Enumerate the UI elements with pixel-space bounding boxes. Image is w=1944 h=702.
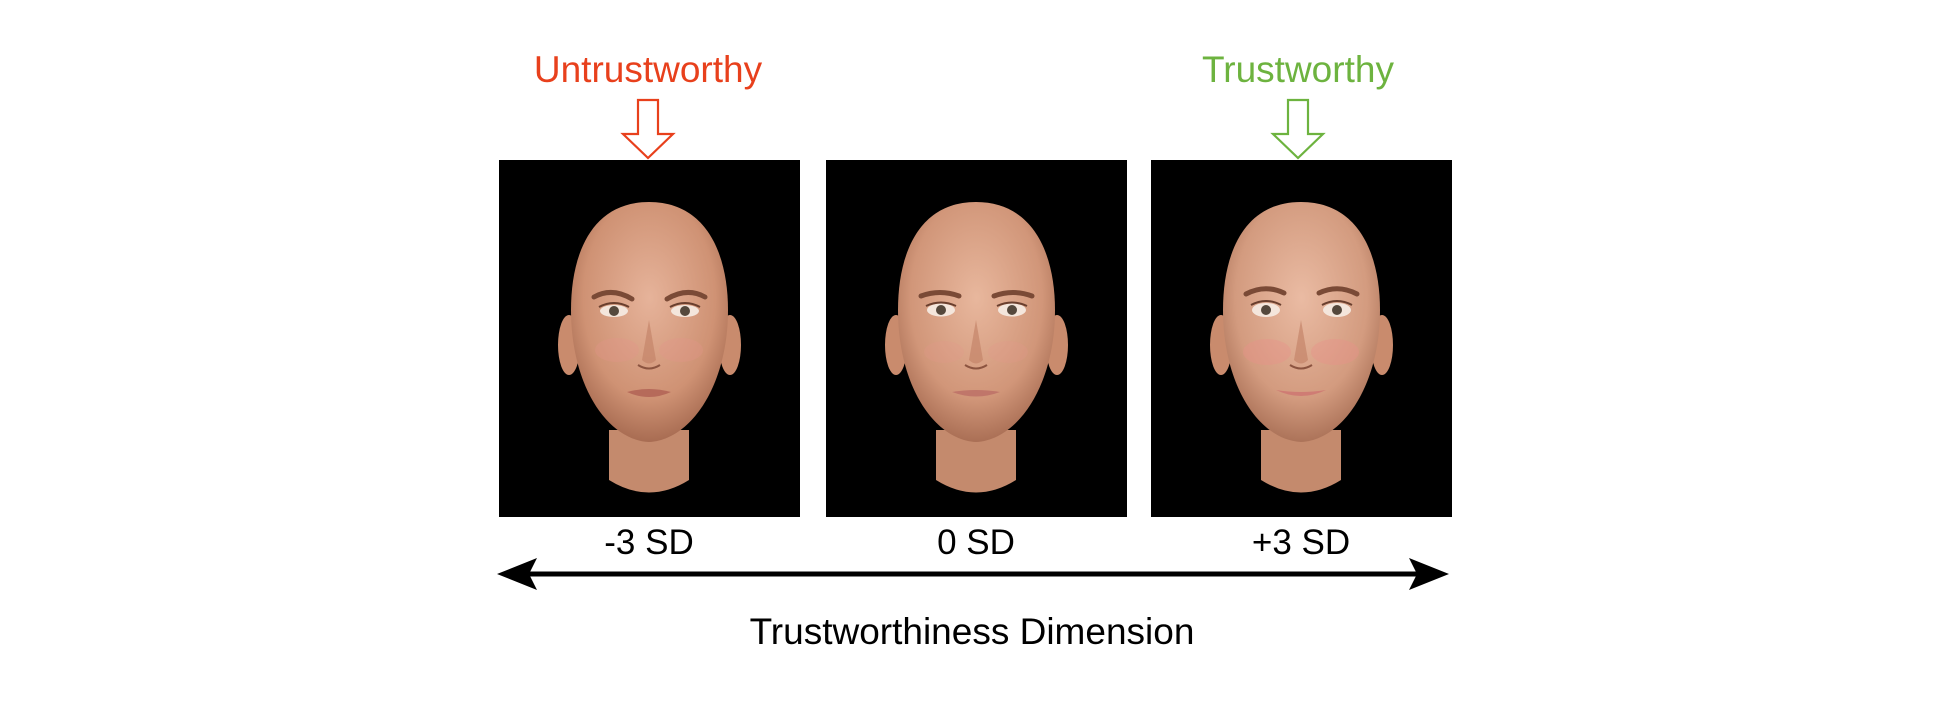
sd-label-0: 0 SD bbox=[937, 523, 1015, 562]
untrustworthy-down-arrow-icon bbox=[620, 98, 676, 160]
face-panel-untrustworthy bbox=[499, 160, 800, 517]
axis-title: Trustworthiness Dimension bbox=[749, 611, 1195, 652]
trustworthy-label: Trustworthy bbox=[1202, 49, 1394, 90]
face-panel-neutral bbox=[826, 160, 1127, 517]
sd-label-plus-3: +3 SD bbox=[1251, 523, 1351, 562]
trustworthiness-axis-double-arrow-icon bbox=[497, 558, 1449, 590]
untrustworthy-label: Untrustworthy bbox=[533, 49, 763, 90]
sd-label-minus-3: -3 SD bbox=[604, 523, 694, 562]
trustworthy-down-arrow-icon bbox=[1270, 98, 1326, 160]
face-image-neutral bbox=[885, 202, 1068, 493]
face-image-trustworthy bbox=[1210, 202, 1393, 493]
face-panel-trustworthy bbox=[1151, 160, 1452, 517]
face-image-untrustworthy bbox=[558, 202, 741, 493]
